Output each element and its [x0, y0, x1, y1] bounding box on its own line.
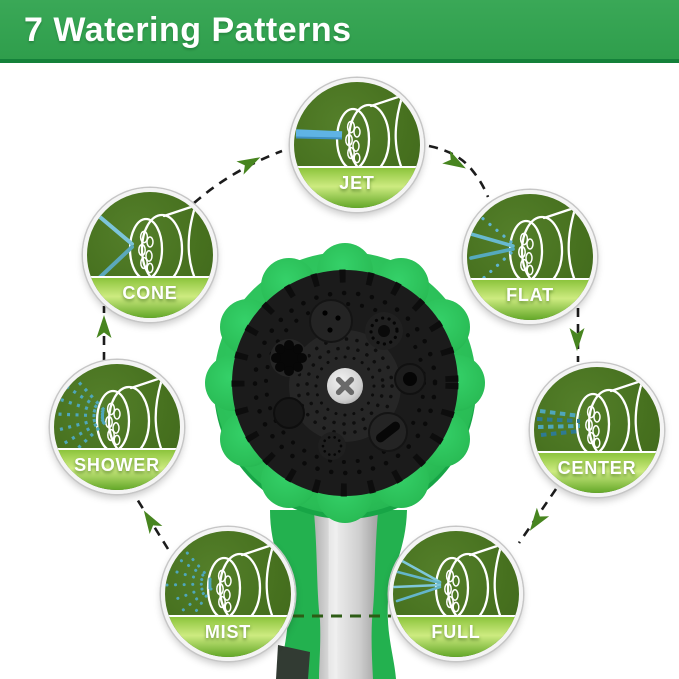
pattern-band: FULL	[393, 615, 519, 657]
pattern-label-jet: JET	[339, 173, 375, 193]
pattern-band: CONE	[87, 276, 213, 318]
nozzle-dial-face	[231, 269, 459, 497]
title-banner: 7 Watering Patterns	[0, 0, 679, 63]
full-spray-illustration	[393, 531, 519, 657]
flat-spray-illustration	[469, 194, 593, 320]
pattern-band: MIST	[165, 615, 291, 657]
pattern-band: SHOWER	[54, 448, 180, 490]
dial-outlets	[270, 299, 426, 460]
pattern-band: JET	[294, 166, 420, 208]
pattern-circle-jet: JET	[290, 78, 424, 212]
pattern-circle-flat: FLAT	[463, 190, 597, 324]
pattern-label-center: CENTER	[557, 458, 637, 478]
pattern-label-shower: SHOWER	[74, 455, 160, 475]
page-title: 7 Watering Patterns	[24, 11, 352, 49]
pattern-circle-center: CENTER	[530, 363, 664, 497]
pattern-label-full: FULL	[431, 622, 481, 642]
center-screw-icon	[327, 368, 363, 404]
pattern-circle-full: FULL	[389, 527, 523, 661]
jet-spray-illustration	[295, 82, 420, 208]
pattern-label-cone: CONE	[122, 283, 178, 303]
pattern-circle-shower: SHOWER	[50, 360, 184, 494]
gear-outlet-icon	[270, 339, 308, 377]
nozzle-head-illustration	[205, 243, 485, 679]
pattern-band: CENTER	[534, 451, 660, 493]
center-spray-illustration	[536, 367, 660, 493]
pattern-circle-mist: MIST	[161, 527, 295, 661]
cone-spray-illustration	[92, 192, 213, 318]
arrow-jet-to-flat	[428, 144, 490, 198]
nozzle-handle	[270, 502, 407, 679]
shower-spray-illustration	[54, 366, 180, 490]
pattern-circle-cone: CONE	[83, 188, 217, 322]
pattern-label-flat: FLAT	[506, 285, 554, 305]
arrow-center-to-full	[517, 488, 558, 544]
mist-spray-illustration	[165, 537, 291, 657]
arrow-mist-to-shower	[135, 498, 170, 550]
pattern-label-mist: MIST	[204, 622, 252, 642]
pattern-band: FLAT	[467, 278, 593, 320]
